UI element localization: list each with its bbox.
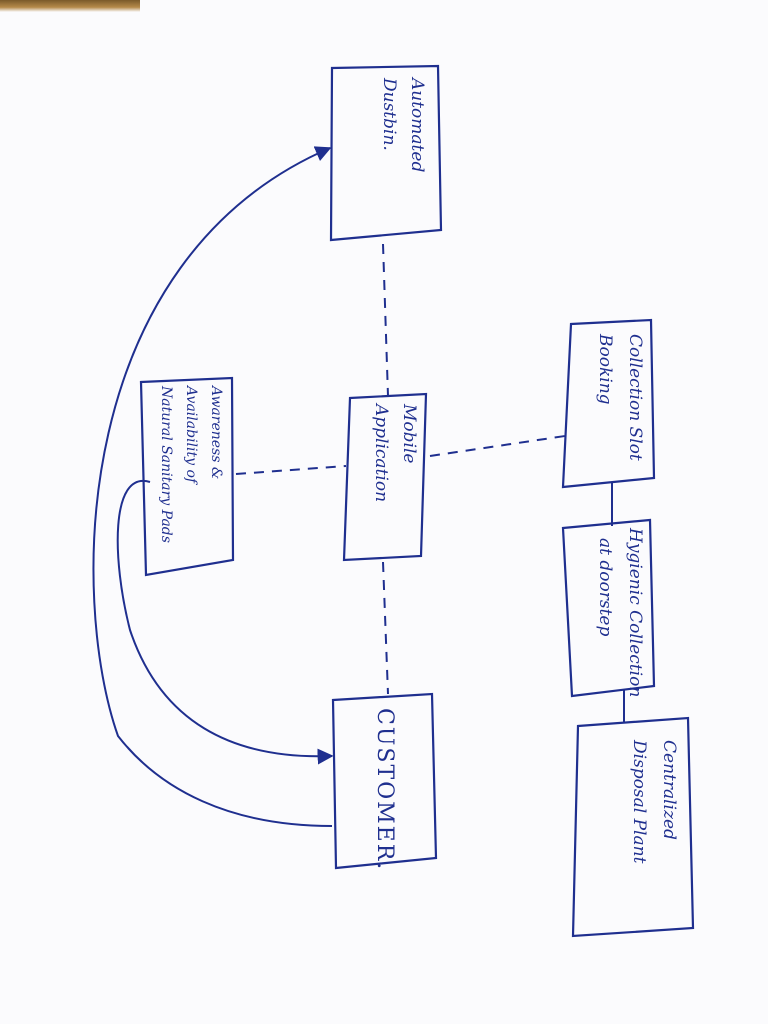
- box-hygienic-collection: [561, 518, 656, 698]
- label-mobile-application-line1: Mobile: [399, 403, 419, 463]
- label-hygienic-collection: Hygienic Collection at doorstep: [595, 527, 645, 697]
- label-customer: CUSTOMER.: [372, 708, 397, 871]
- connector-dustbin-to-app: [382, 243, 389, 397]
- box-mobile-application: [342, 392, 428, 562]
- label-hygienic-collection-line2: at doorstep: [595, 538, 615, 636]
- label-automated-dustbin-line1: Automated: [407, 76, 427, 172]
- label-awareness-line1: Awareness &: [208, 384, 224, 479]
- label-automated-dustbin-line2: Dustbin.: [379, 77, 399, 151]
- label-automated-dustbin: Automated Dustbin.: [379, 76, 427, 172]
- label-collection-slot-line2: Booking: [595, 333, 615, 405]
- box-disposal-plant: [571, 716, 695, 938]
- label-customer-line1: CUSTOMER.: [372, 708, 397, 871]
- label-disposal-plant: Centralized Disposal Plant: [629, 739, 679, 864]
- label-hygienic-collection-line1: Hygienic Collection: [625, 527, 645, 697]
- label-awareness-line3: Natural Sanitary Pads: [158, 385, 174, 543]
- label-collection-slot-line1: Collection Slot: [625, 334, 645, 461]
- label-collection-slot: Collection Slot Booking: [595, 333, 645, 461]
- dashed-connectors: [235, 243, 566, 695]
- box-awareness: [139, 376, 235, 577]
- paper-edge: [0, 0, 140, 12]
- connector-awareness-to-app: [235, 465, 347, 475]
- label-disposal-plant-line1: Centralized: [659, 740, 679, 840]
- connector-app-to-customer: [382, 561, 389, 695]
- label-awareness: Awareness & Availability of Natural Sani…: [158, 384, 224, 543]
- solid-connectors: [611, 482, 625, 722]
- box-automated-dustbin: [329, 64, 443, 242]
- label-mobile-application-line2: Application: [371, 402, 391, 502]
- arrow-customer-to-dustbin: [92, 146, 333, 827]
- box-collection-slot: [561, 318, 656, 489]
- label-mobile-application: Mobile Application: [371, 402, 419, 502]
- label-disposal-plant-line2: Disposal Plant: [629, 739, 649, 864]
- connector-app-to-collection: [429, 435, 566, 457]
- arrow-awareness-to-customer: [116, 479, 334, 765]
- box-customer: [331, 692, 438, 870]
- label-awareness-line2: Availability of: [183, 384, 199, 486]
